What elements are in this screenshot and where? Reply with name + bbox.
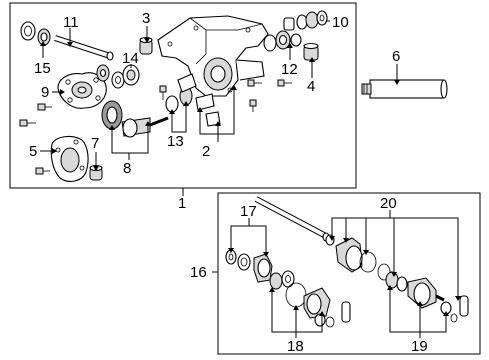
callout-3: 3 (142, 10, 150, 27)
callout-10: 10 (332, 14, 349, 31)
callout-18: 18 (287, 338, 304, 355)
callout-6: 6 (392, 48, 400, 65)
callout-19: 19 (411, 338, 428, 355)
cv-boot-20 (325, 234, 391, 281)
bushing-4 (303, 42, 319, 61)
callout-8: 8 (123, 160, 131, 177)
differential-carrier-housing (157, 15, 269, 97)
callout-7: 7 (91, 135, 99, 152)
bolts (19, 79, 292, 175)
axle-tube-6 (361, 79, 448, 99)
bearing-caps-13 (165, 73, 221, 127)
callout-14: 14 (122, 50, 139, 67)
drain-plug-7 (89, 164, 103, 181)
callout-1: 1 (178, 195, 186, 212)
leader-lines (40, 20, 459, 338)
differential-cover-5 (50, 135, 89, 182)
joint-parts-18 (269, 270, 351, 328)
callout-17: 17 (240, 203, 257, 220)
callout-5: 5 (29, 143, 37, 160)
callout-20: 20 (380, 195, 397, 212)
callout-9: 9 (41, 84, 49, 101)
callout-11: 11 (63, 14, 79, 31)
callout-15: 15 (34, 60, 51, 77)
leader-arrowheads (40, 38, 461, 316)
bearing-12 (263, 30, 302, 52)
pinion-seal-10 (283, 10, 328, 31)
callout-12: 12 (281, 61, 298, 78)
axle-shaft-20 (254, 196, 330, 242)
differential-case-9 (57, 72, 107, 109)
seal-ring-15 (20, 21, 51, 46)
outer-cv-joint-19 (385, 271, 469, 323)
callout-2: 2 (202, 143, 210, 160)
callout-16: 16 (190, 264, 207, 281)
pinion-shaft-11 (54, 35, 114, 61)
axle-shaft-assembly-frame (217, 192, 481, 355)
callout-labels: 11 15 3 14 10 12 4 9 5 7 8 13 2 1 6 16 1… (29, 10, 428, 355)
callout-4: 4 (307, 78, 315, 95)
callout-13: 13 (167, 133, 184, 150)
